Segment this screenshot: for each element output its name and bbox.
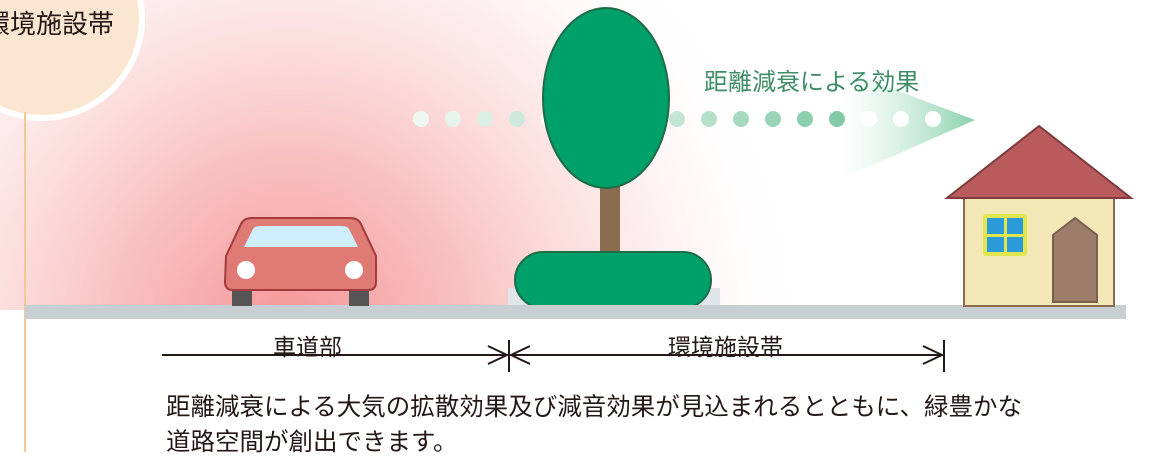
tree-crown [542, 7, 670, 189]
house [944, 124, 1134, 307]
decay-dot [829, 111, 845, 127]
car-window [244, 226, 358, 247]
decay-dot [797, 111, 813, 127]
belt-section-label: 環境施設帯 [668, 335, 783, 361]
shrub [514, 251, 712, 309]
badge-label: 環境施設帯 [0, 10, 115, 40]
decay-dot [765, 111, 781, 127]
dimension-road [162, 340, 510, 372]
description-line-2: 道路空間が創出できます。 [166, 427, 458, 456]
road-surface [25, 305, 1126, 319]
decay-dot [669, 111, 685, 127]
shrub-planter [508, 251, 720, 309]
decay-dot [413, 111, 429, 127]
tree [542, 7, 670, 260]
decay-dot [477, 111, 493, 127]
effect-arrow [843, 70, 975, 178]
description-line-1: 距離減衰による大気の拡散効果及び減音効果が見込まれるとともに、緑豊かな [166, 392, 1023, 421]
decay-dot [733, 111, 749, 127]
road-section-label: 車道部 [273, 335, 342, 361]
car-headlight [237, 261, 255, 279]
decay-dot [701, 111, 717, 127]
decay-dot [925, 111, 941, 127]
house-roof [944, 124, 1134, 199]
dimension-belt [508, 340, 945, 372]
decay-dot [445, 111, 461, 127]
decay-dot [509, 111, 525, 127]
effect-label: 距離減衰による効果 [704, 68, 920, 96]
badge-circle [0, 0, 145, 121]
house-door [1052, 216, 1098, 303]
car [223, 217, 377, 306]
car-headlight [345, 261, 363, 279]
decay-dot [893, 111, 909, 127]
decay-dot [861, 111, 877, 127]
house-window [983, 214, 1027, 256]
